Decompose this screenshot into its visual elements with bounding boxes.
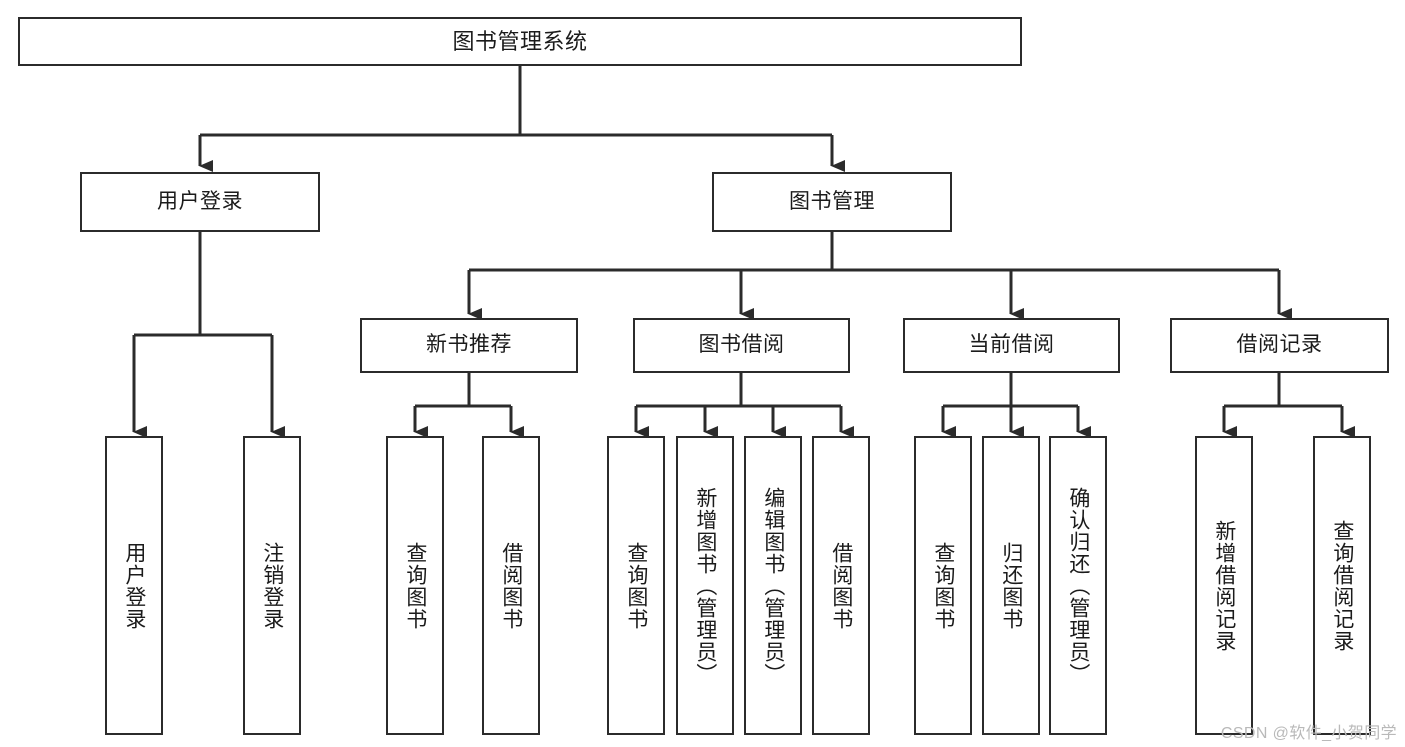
node-new-book-recommend-label: 新书推荐 <box>426 333 512 357</box>
node-leaf-add-book-admin[interactable]: 新增图书（管理员） <box>676 436 734 735</box>
node-leaf-add-borrow-record-label: 新增借阅记录 <box>1212 519 1236 652</box>
node-leaf-query-book-borrow[interactable]: 查询图书 <box>607 436 665 735</box>
node-leaf-query-book-newbooks[interactable]: 查询图书 <box>386 436 444 735</box>
node-root[interactable]: 图书管理系统 <box>18 17 1022 66</box>
node-leaf-query-book-newbooks-label: 查询图书 <box>403 541 427 630</box>
node-borrow-records-label: 借阅记录 <box>1236 333 1323 357</box>
node-leaf-add-borrow-record[interactable]: 新增借阅记录 <box>1195 436 1253 735</box>
node-leaf-edit-book-admin-label: 编辑图书（管理员） <box>761 486 785 685</box>
node-user-login[interactable]: 用户登录 <box>80 172 320 232</box>
node-current-borrow-label: 当前借阅 <box>968 333 1055 357</box>
node-leaf-query-book-borrow-label: 查询图书 <box>624 541 648 630</box>
node-leaf-logout-label: 注销登录 <box>260 541 284 630</box>
node-leaf-user-login[interactable]: 用户登录 <box>105 436 163 735</box>
node-leaf-edit-book-admin[interactable]: 编辑图书（管理员） <box>744 436 802 735</box>
node-leaf-borrow-book[interactable]: 借阅图书 <box>812 436 870 735</box>
node-user-login-label: 用户登录 <box>157 189 243 213</box>
node-leaf-query-book-current-label: 查询图书 <box>931 541 955 630</box>
node-leaf-confirm-return-admin-label: 确认归还（管理员） <box>1066 486 1090 685</box>
node-leaf-user-login-label: 用户登录 <box>122 541 146 630</box>
node-leaf-return-book-label: 归还图书 <box>999 541 1023 630</box>
node-leaf-confirm-return-admin[interactable]: 确认归还（管理员） <box>1049 436 1107 735</box>
node-leaf-query-borrow-record[interactable]: 查询借阅记录 <box>1313 436 1371 735</box>
node-leaf-borrow-book-newbooks[interactable]: 借阅图书 <box>482 436 540 735</box>
node-leaf-return-book[interactable]: 归还图书 <box>982 436 1040 735</box>
node-leaf-query-borrow-record-label: 查询借阅记录 <box>1330 519 1354 652</box>
node-root-label: 图书管理系统 <box>452 28 588 54</box>
node-leaf-borrow-book-newbooks-label: 借阅图书 <box>499 541 523 630</box>
node-book-borrow[interactable]: 图书借阅 <box>633 318 850 373</box>
node-current-borrow[interactable]: 当前借阅 <box>903 318 1120 373</box>
node-borrow-records[interactable]: 借阅记录 <box>1170 318 1389 373</box>
node-leaf-borrow-book-label: 借阅图书 <box>829 541 853 630</box>
node-leaf-add-book-admin-label: 新增图书（管理员） <box>693 486 717 685</box>
node-book-management-label: 图书管理 <box>789 189 875 213</box>
csdn-watermark: CSDN @软件_小贺同学 <box>1220 725 1397 742</box>
node-new-book-recommend[interactable]: 新书推荐 <box>360 318 578 373</box>
node-book-borrow-label: 图书借阅 <box>698 333 785 357</box>
node-leaf-logout[interactable]: 注销登录 <box>243 436 301 735</box>
node-book-management[interactable]: 图书管理 <box>712 172 952 232</box>
node-leaf-query-book-current[interactable]: 查询图书 <box>914 436 972 735</box>
